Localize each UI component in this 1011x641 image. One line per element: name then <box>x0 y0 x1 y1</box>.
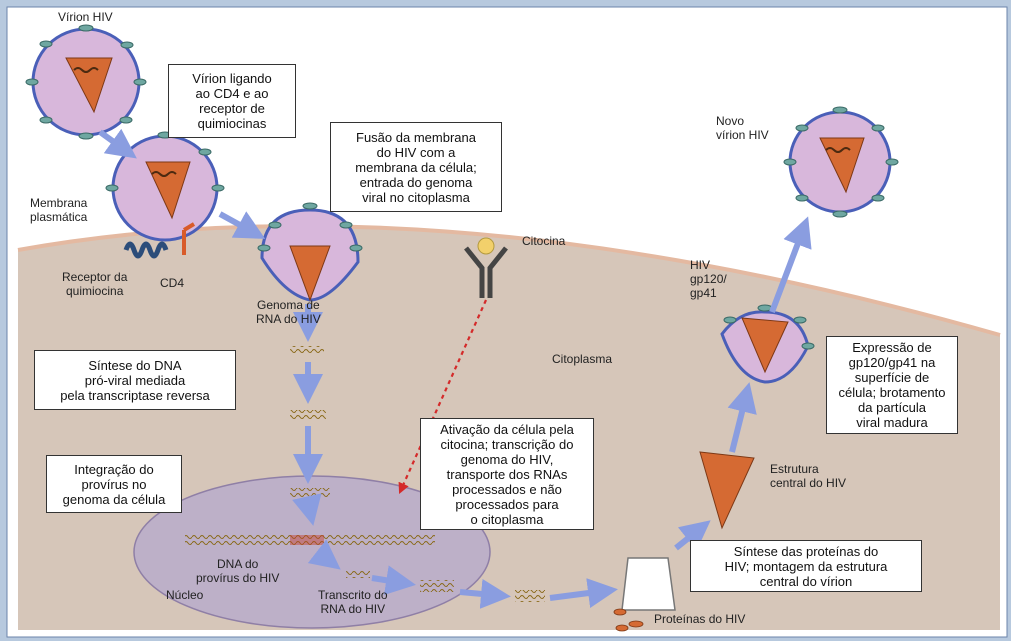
activation-step-box: Ativação da célula pela citocina; transc… <box>420 418 594 530</box>
expression-step-box: Expressão de gp120/gp41 na superfície de… <box>826 336 958 434</box>
binding-step-box: Vírion ligando ao CD4 e ao receptor de q… <box>168 64 296 138</box>
cytokine-label: Citocina <box>522 234 565 248</box>
rna-transcript-label: Transcrito do RNA do HIV <box>318 588 388 616</box>
protein-synthesis-step-box: Síntese das proteínas do HIV; montagem d… <box>690 540 922 592</box>
rna-transcript-icon <box>346 570 370 578</box>
core-structure-label: Estrutura central do HIV <box>770 462 846 490</box>
new-virion-label: Novo vírion HIV <box>716 114 769 142</box>
cytoplasm-label: Citoplasma <box>552 352 612 366</box>
dna-synthesis-step-box: Síntese do DNA pró-viral mediada pela tr… <box>34 350 236 410</box>
gp120-gp41-label: HIV gp120/ gp41 <box>690 258 727 300</box>
ribosome-icon <box>622 558 675 610</box>
chemokine-receptor-label: Receptor da quimiocina <box>62 270 127 298</box>
cd4-label: CD4 <box>160 276 184 290</box>
plasma-membrane-label: Membrana plasmática <box>30 196 87 224</box>
integrated-provirus-icon <box>290 535 324 545</box>
nucleus-label: Núcleo <box>166 588 203 602</box>
fusion-step-box: Fusão da membrana do HIV com a membrana … <box>330 122 502 212</box>
rna-genome-label: Genoma de RNA do HIV <box>256 298 321 326</box>
provirus-dna-icon <box>290 488 330 498</box>
rna-export-icon <box>420 580 454 592</box>
dna-strand-icon <box>290 410 326 420</box>
rna-strand-icon <box>290 346 324 354</box>
hiv-proteins-label: Proteínas do HIV <box>654 612 745 626</box>
provirus-dna-label: DNA do provírus do HIV <box>196 557 279 585</box>
cytoplasm-rna-icon <box>515 590 545 602</box>
hiv-virion-icon <box>26 25 146 139</box>
integration-step-box: Integração do provírus no genoma da célu… <box>46 455 182 513</box>
virion-hiv-label: Vírion HIV <box>58 10 113 24</box>
